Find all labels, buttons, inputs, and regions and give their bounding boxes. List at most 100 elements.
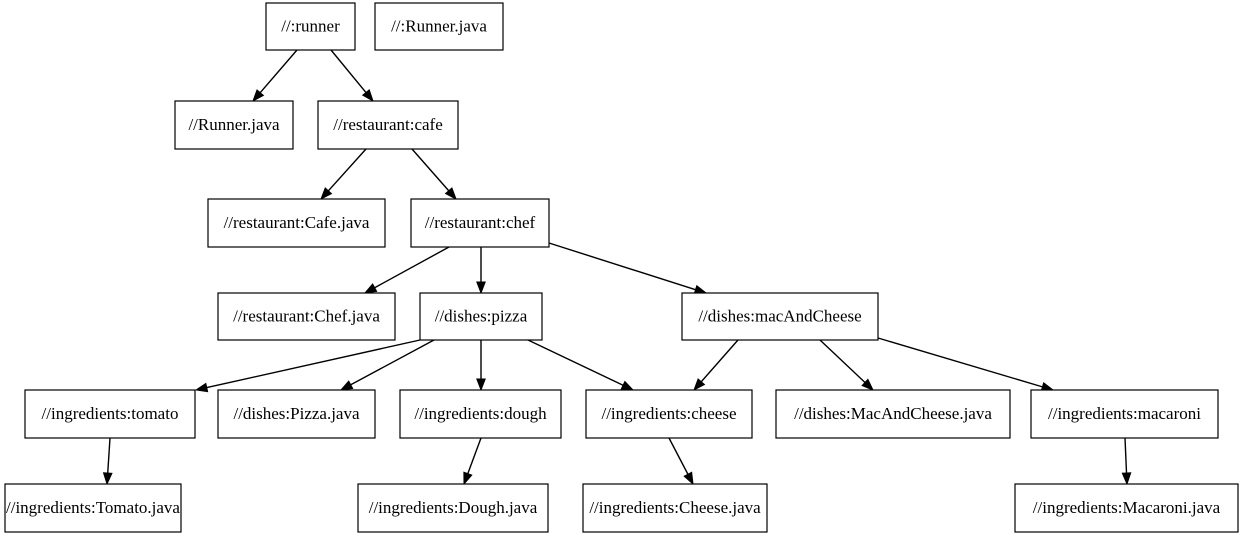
node-box[interactable] [217, 389, 376, 439]
node-label: //restaurant:cafe [333, 115, 443, 134]
graph-node-runner_java[interactable]: //Runner.java [174, 100, 294, 150]
node-box[interactable] [374, 2, 504, 51]
node-box[interactable] [681, 292, 879, 341]
edge-arrowhead-icon [252, 89, 265, 103]
node-box[interactable] [582, 483, 768, 533]
graph-node-ingredients_cheese[interactable]: //ingredients:cheese [585, 389, 753, 439]
node-box[interactable] [217, 292, 396, 341]
graph-node-dishes_pizza_java[interactable]: //dishes:Pizza.java [217, 389, 376, 439]
graph-node-runner[interactable]: //:runner [265, 2, 356, 51]
graph-node-ingredients_tomato[interactable]: //ingredients:tomato [24, 389, 196, 439]
node-box[interactable] [775, 389, 1011, 439]
edge-line [330, 49, 367, 93]
node-box[interactable] [419, 292, 543, 341]
edge-line [411, 148, 450, 192]
graph-node-dishes_macandcheese_java[interactable]: //dishes:MacAndCheese.java [775, 389, 1011, 439]
node-label: //:Runner.java [391, 16, 487, 35]
graph-node-dishes_macandcheese[interactable]: //dishes:macAndCheese [681, 292, 879, 341]
graph-edge [819, 339, 875, 391]
node-box[interactable] [24, 389, 196, 439]
edge-arrowhead-icon [1121, 472, 1132, 486]
node-box[interactable] [399, 389, 562, 439]
edge-arrowhead-icon [463, 471, 473, 486]
graph-edge [476, 340, 486, 392]
edge-line [259, 49, 298, 94]
graph-edge [252, 49, 298, 103]
edge-arrowhead-icon [476, 378, 486, 392]
node-box[interactable] [1014, 483, 1239, 533]
node-label: //ingredients:tomato [42, 404, 179, 423]
graph-node-ingredients_dough_java[interactable]: //ingredients:Dough.java [357, 483, 549, 533]
graph-node-ingredients_macaroni_java[interactable]: //ingredients:Macaroni.java [1014, 483, 1239, 533]
edge-line [877, 337, 1043, 388]
node-box[interactable] [585, 389, 753, 439]
node-box[interactable] [410, 198, 550, 248]
edge-arrowhead-icon [683, 471, 694, 486]
node-label: //ingredients:Dough.java [369, 498, 538, 517]
edge-arrowhead-icon [339, 380, 354, 391]
edge-line [527, 339, 624, 386]
node-label: //Runner.java [188, 115, 280, 134]
graph-node-runner_java_root[interactable]: //:Runner.java [374, 2, 504, 51]
node-box[interactable] [317, 100, 459, 150]
graph-node-restaurant_cafe[interactable]: //restaurant:cafe [317, 100, 459, 150]
graph-node-restaurant_chef_java[interactable]: //restaurant:Chef.java [217, 292, 396, 341]
edge-arrowhead-icon [444, 187, 457, 201]
graph-edge [320, 148, 367, 201]
edge-line [819, 339, 866, 383]
edge-arrowhead-icon [476, 281, 486, 295]
graph-node-restaurant_chef[interactable]: //restaurant:chef [410, 198, 550, 248]
graph-node-dishes_pizza[interactable]: //dishes:pizza [419, 292, 543, 341]
graph-edge [527, 339, 635, 391]
node-box[interactable] [1030, 389, 1219, 439]
edge-line [374, 246, 450, 289]
graph-edge [693, 339, 739, 392]
edge-line [1124, 437, 1128, 474]
graph-edge [476, 247, 486, 295]
node-label: //ingredients:macaroni [1048, 404, 1201, 423]
graph-node-restaurant_cafe_java[interactable]: //restaurant:Cafe.java [207, 198, 386, 248]
edge-layer [102, 49, 1132, 486]
node-label: //ingredients:cheese [601, 404, 736, 423]
node-label: //ingredients:dough [414, 404, 547, 423]
graph-node-ingredients_cheese_java[interactable]: //ingredients:Cheese.java [582, 483, 768, 533]
node-label: //restaurant:Chef.java [233, 306, 380, 325]
graph-edge [102, 437, 113, 486]
edge-line [548, 242, 696, 291]
edge-arrowhead-icon [361, 88, 374, 103]
graph-edge [463, 437, 482, 486]
node-box[interactable] [265, 2, 356, 51]
edge-line [700, 339, 739, 383]
edge-arrowhead-icon [320, 187, 333, 201]
graph-edge [330, 49, 374, 103]
node-box[interactable] [4, 483, 182, 533]
node-label: //ingredients:Macaroni.java [1033, 498, 1221, 517]
node-label: //:runner [281, 16, 340, 35]
graph-edge [668, 437, 694, 486]
edge-line [327, 148, 367, 192]
edge-line [350, 339, 435, 386]
graph-node-ingredients_macaroni[interactable]: //ingredients:macaroni [1030, 389, 1219, 439]
edge-arrowhead-icon [194, 382, 209, 393]
node-label: //restaurant:chef [425, 213, 536, 232]
edge-arrowhead-icon [363, 283, 378, 294]
node-label: //dishes:macAndCheese [698, 306, 861, 325]
node-box[interactable] [207, 198, 386, 248]
node-label: //dishes:Pizza.java [233, 404, 360, 423]
graph-node-ingredients_dough[interactable]: //ingredients:dough [399, 389, 562, 439]
edge-arrowhead-icon [620, 380, 635, 391]
graph-edge [363, 246, 450, 294]
graph-node-ingredients_tomato_java[interactable]: //ingredients:Tomato.java [4, 483, 182, 533]
node-label: //dishes:pizza [435, 306, 528, 325]
node-layer: //:runner //:Runner.java //Runner.java //re… [4, 2, 1239, 533]
graph-edge [339, 339, 435, 391]
graph-edge [548, 242, 708, 295]
node-box[interactable] [357, 483, 549, 533]
edge-line [107, 437, 111, 474]
graph-edge [877, 337, 1055, 392]
node-label: //ingredients:Tomato.java [6, 498, 180, 517]
node-box[interactable] [174, 100, 294, 150]
node-label: //dishes:MacAndCheese.java [794, 404, 992, 423]
